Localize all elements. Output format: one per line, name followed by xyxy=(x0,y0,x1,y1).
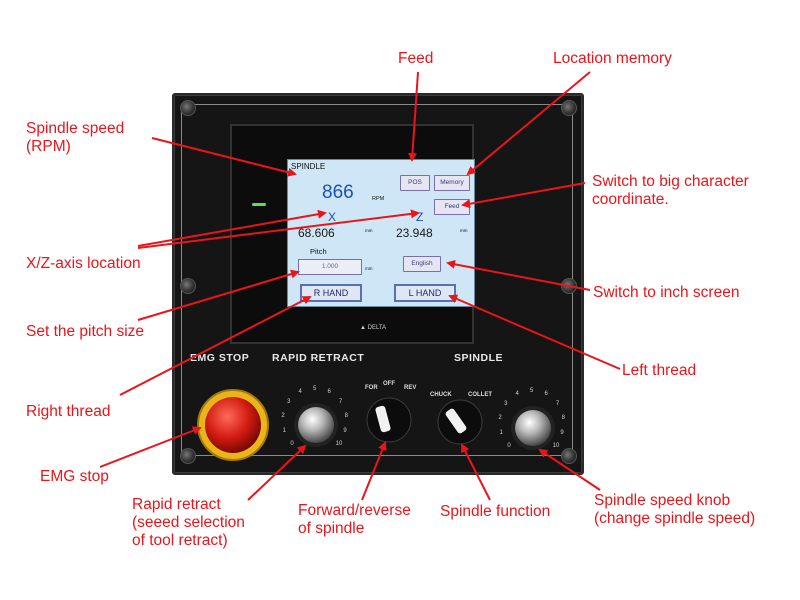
callout-rapid-retract: Rapid retract (seeed selection of tool r… xyxy=(132,496,245,549)
brand-logo: ▲ DELTA xyxy=(360,325,387,331)
callout-right-thread: Right thread xyxy=(26,403,111,420)
spindle-section-label: SPINDLE xyxy=(454,352,504,364)
forward-reverse-switch[interactable] xyxy=(366,397,412,443)
dial-tick-label: 8 xyxy=(561,414,565,421)
emg-stop-button[interactable] xyxy=(197,389,269,461)
screw-icon xyxy=(561,448,577,464)
dial-tick-label: 10 xyxy=(335,440,343,447)
screw-icon xyxy=(180,278,196,294)
dial-tick-label: 9 xyxy=(343,427,347,434)
dial-tick-label: 1 xyxy=(282,427,286,434)
off-label: OFF xyxy=(383,381,395,387)
dial-tick-label: 9 xyxy=(560,429,564,436)
reverse-label: REV xyxy=(404,385,417,391)
dial-tick-label: 7 xyxy=(338,399,343,406)
dial-tick-label: 3 xyxy=(287,399,291,406)
callout-big-character: Switch to big character coordinate. xyxy=(592,173,749,208)
x-unit: mm xyxy=(365,228,373,233)
callout-arrows xyxy=(99,71,621,501)
callout-spindle-function: Spindle function xyxy=(440,503,551,520)
dial-tick-label: 0 xyxy=(507,442,511,449)
touch-screen: SPINDLE 866 RPM X Z 68.606 23.948 mm mm … xyxy=(287,159,475,307)
memory-button[interactable]: Memory xyxy=(434,175,470,191)
screw-icon xyxy=(561,100,577,116)
power-led-icon xyxy=(252,203,266,206)
forward-label: FOR xyxy=(365,385,378,391)
callout-spindle-knob: Spindle speed knob (change spindle speed… xyxy=(594,492,756,527)
pitch-unit: mm xyxy=(365,266,373,271)
callout-location-memory: Location memory xyxy=(553,50,672,67)
l-hand-button[interactable]: L HAND xyxy=(394,284,456,302)
chuck-label: CHUCK xyxy=(430,392,452,398)
dial-tick-label: 0 xyxy=(290,440,294,447)
callout-feed: Feed xyxy=(398,50,434,67)
spindle-function-switch[interactable] xyxy=(437,399,483,445)
english-button[interactable]: English xyxy=(403,256,441,272)
rapid-retract-knob[interactable] xyxy=(294,403,338,447)
emg-stop-label: EMG STOP xyxy=(190,352,250,364)
pitch-input[interactable]: 1.000 xyxy=(298,259,362,275)
screw-icon xyxy=(180,448,196,464)
z-unit: mm xyxy=(460,228,468,233)
callout-spindle-speed: Spindle speed (RPM) xyxy=(26,120,125,155)
pitch-label: Pitch xyxy=(310,247,327,256)
dial-tick-label: 2 xyxy=(498,414,502,421)
callout-pitch-size: Set the pitch size xyxy=(26,323,145,340)
callout-xz-location: X/Z-axis location xyxy=(26,255,141,272)
z-axis-value: 23.948 xyxy=(396,226,433,240)
screw-icon xyxy=(180,100,196,116)
spindle-speed-knob[interactable] xyxy=(511,406,555,450)
dial-tick-label: 5 xyxy=(313,386,317,392)
dial-tick-label: 7 xyxy=(555,401,560,408)
dial-tick-label: 5 xyxy=(530,388,534,394)
rpm-value: 866 xyxy=(322,182,354,203)
rpm-unit: RPM xyxy=(372,196,385,202)
rapid-retract-label: RAPID RETRACT xyxy=(272,352,365,364)
callout-left-thread: Left thread xyxy=(622,362,697,379)
dial-tick-label: 4 xyxy=(298,389,302,396)
pos-button[interactable]: POS xyxy=(400,175,430,191)
feed-button[interactable]: Feed xyxy=(434,199,470,215)
screen-title: SPINDLE xyxy=(291,162,326,171)
dial-tick-label: 2 xyxy=(281,412,285,419)
dial-tick-label: 4 xyxy=(515,391,519,398)
callout-emg-stop: EMG stop xyxy=(40,468,109,485)
collet-label: COLLET xyxy=(468,392,492,398)
x-axis-value: 68.606 xyxy=(298,226,335,240)
dial-tick-label: 10 xyxy=(552,442,560,449)
callout-inch-screen: Switch to inch screen xyxy=(593,284,740,301)
dial-tick-label: 1 xyxy=(499,429,503,436)
r-hand-button[interactable]: R HAND xyxy=(300,284,362,302)
dial-tick-label: 3 xyxy=(504,401,508,408)
dial-tick-label: 6 xyxy=(544,391,548,398)
dial-tick-label: 6 xyxy=(327,389,331,396)
x-axis-label: X xyxy=(328,210,337,224)
dial-tick-label: 8 xyxy=(344,412,348,419)
callout-forward-reverse: Forward/reverse of spindle xyxy=(298,502,411,537)
